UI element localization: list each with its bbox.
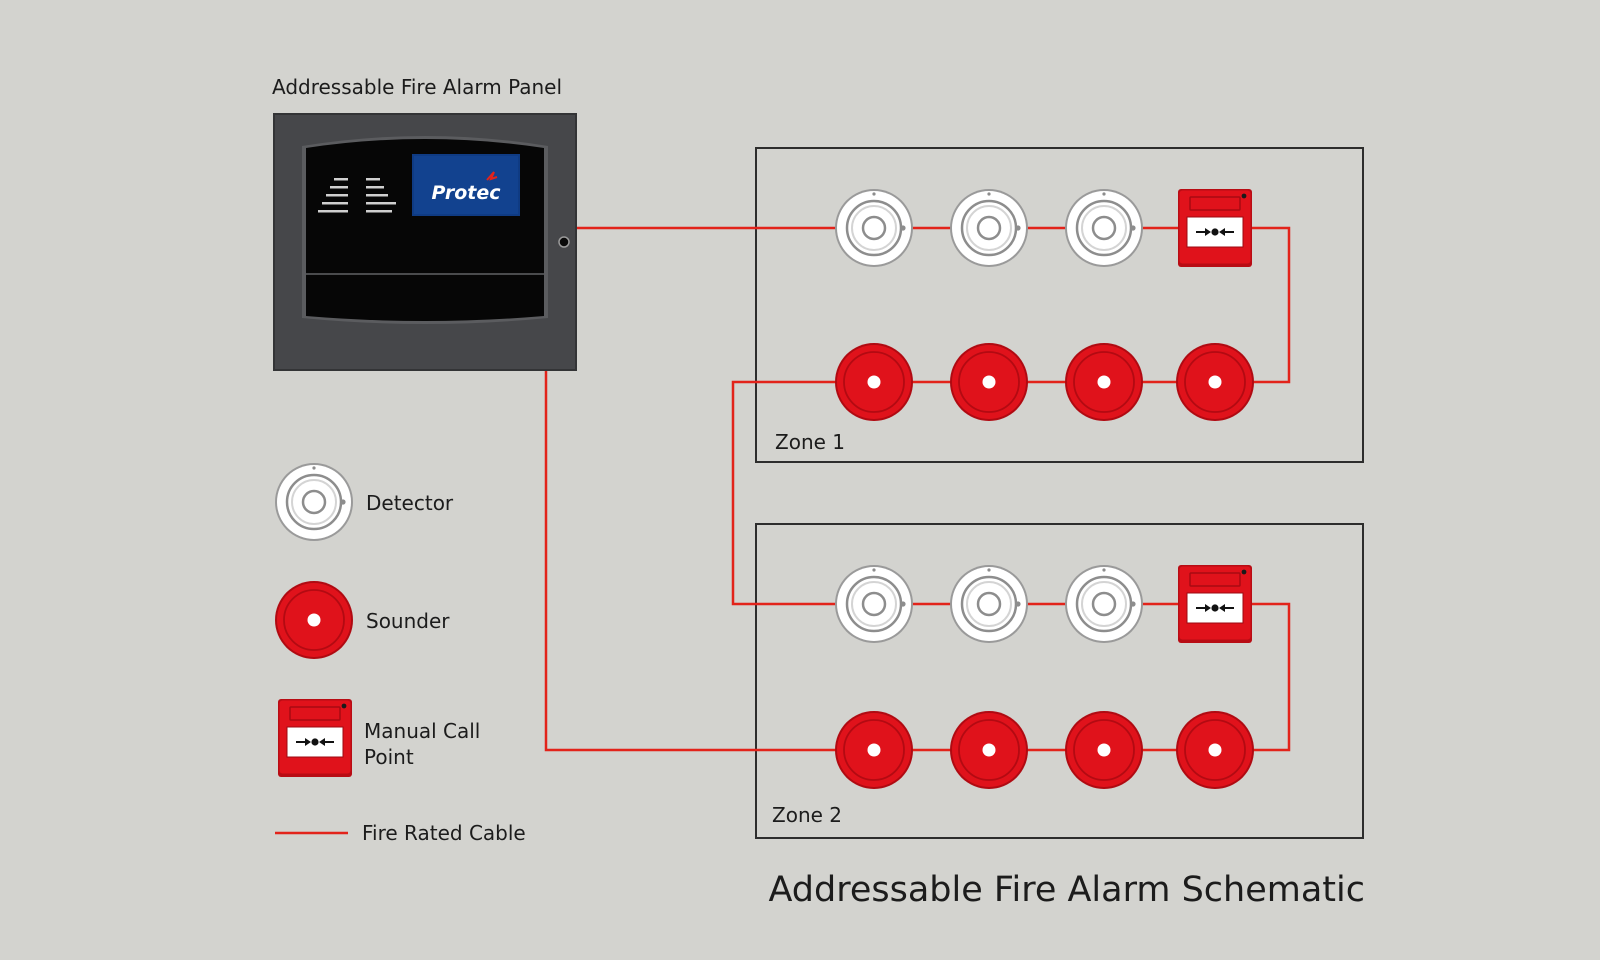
zone-1-detector-1 [834,188,914,268]
legend-cable-label: Fire Rated Cable [362,821,526,845]
legend-sounder-label: Sounder [366,609,450,633]
fire-rated-cable-loop [544,226,1291,752]
fire-alarm-panel: Protec [273,113,577,371]
zone-2-sounder-4 [1175,710,1255,790]
zone-1-manual-call-point [1178,189,1252,267]
zone-2-manual-call-point [1178,565,1252,643]
legend-detector-icon [274,462,354,542]
legend-manual-call-point-label-line2: Point [364,745,414,769]
zone-2-sounder-1 [834,710,914,790]
zone-2-detector-3 [1064,564,1144,644]
zone-2-devices [834,564,1255,790]
zone-1-box [755,147,1364,463]
panel-indicator-leds [318,178,396,213]
legend-detector-label: Detector [366,491,454,515]
legend-manual-call-point-label-line1: Manual Call [364,719,480,743]
zone-1-sounder-2 [949,342,1029,422]
zone-1-sounder-3 [1064,342,1144,422]
zone-1-devices [834,188,1255,422]
zone-1-detector-2 [949,188,1029,268]
protec-logo: Protec [412,154,520,216]
legend-sounder-icon [274,580,354,660]
zone-1-sounder-4 [1175,342,1255,422]
zone-1-detector-3 [1064,188,1144,268]
zone-1-sounder-1 [834,342,914,422]
protec-brand-text: Protec [432,182,502,204]
zone-2-detector-2 [949,564,1029,644]
zone-2-detector-1 [834,564,914,644]
zone-2-sounder-3 [1064,710,1144,790]
zone-2-box [755,523,1364,839]
zone-1-label: Zone 1 [775,430,845,454]
panel-title: Addressable Fire Alarm Panel [272,75,562,99]
legend: Detector Sounder Manual Call Point Fire … [274,462,526,845]
panel-lock-icon [558,236,570,248]
legend-manual-call-point-icon [278,699,352,777]
diagram-title: Addressable Fire Alarm Schematic [768,870,1365,910]
zone-2-label: Zone 2 [772,803,842,827]
zone-2-sounder-2 [949,710,1029,790]
